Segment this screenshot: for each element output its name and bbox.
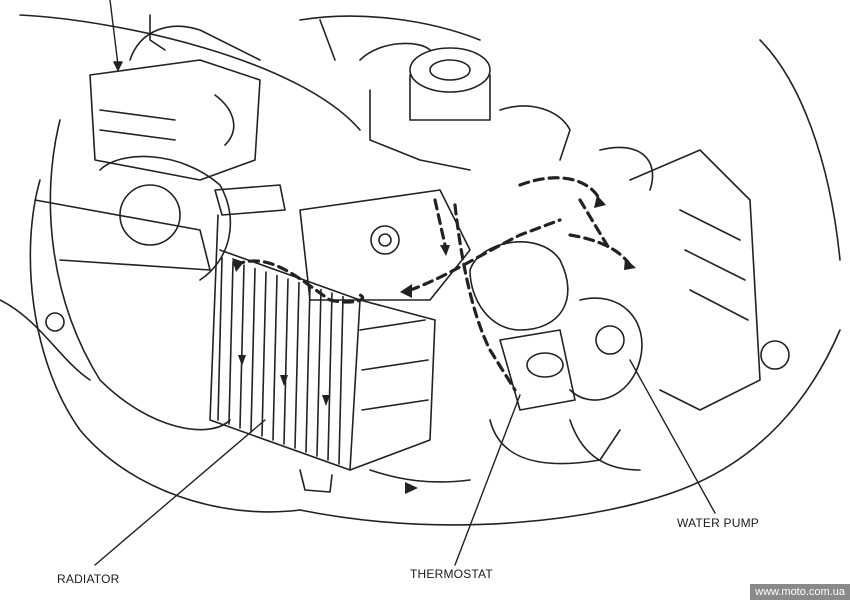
radiator-drawing: [209, 184, 471, 493]
radiator-fin: [316, 288, 322, 457]
frame-outline: [0, 14, 841, 526]
radiator-fin: [250, 267, 256, 433]
radiator-fin: [228, 260, 234, 425]
radiator-fin: [338, 295, 344, 465]
radiator-fin: [217, 257, 223, 421]
carburetor: [299, 15, 571, 171]
radiator-fin: [305, 285, 311, 453]
water-pump-label: WATER PUMP: [677, 516, 759, 530]
radiator-label: RADIATOR: [57, 572, 120, 586]
pump-thermostat-area: [469, 146, 790, 471]
watermark: www.moto.com.ua: [750, 584, 850, 600]
thermostat-label: THERMOSTAT: [410, 567, 493, 581]
radiator-fin: [239, 264, 245, 429]
radiator-fin: [272, 274, 278, 441]
leader-lines: [94, 0, 716, 566]
radiator-fin: [327, 292, 333, 461]
radiator-fin: [261, 271, 267, 437]
radiator-fin: [283, 278, 289, 445]
flow-arrowheads: [232, 195, 636, 494]
engine-case: [99, 155, 471, 301]
reserve-tank: [89, 14, 261, 181]
coolant-flow-path: [233, 176, 632, 392]
radiator-fin: [294, 281, 300, 449]
